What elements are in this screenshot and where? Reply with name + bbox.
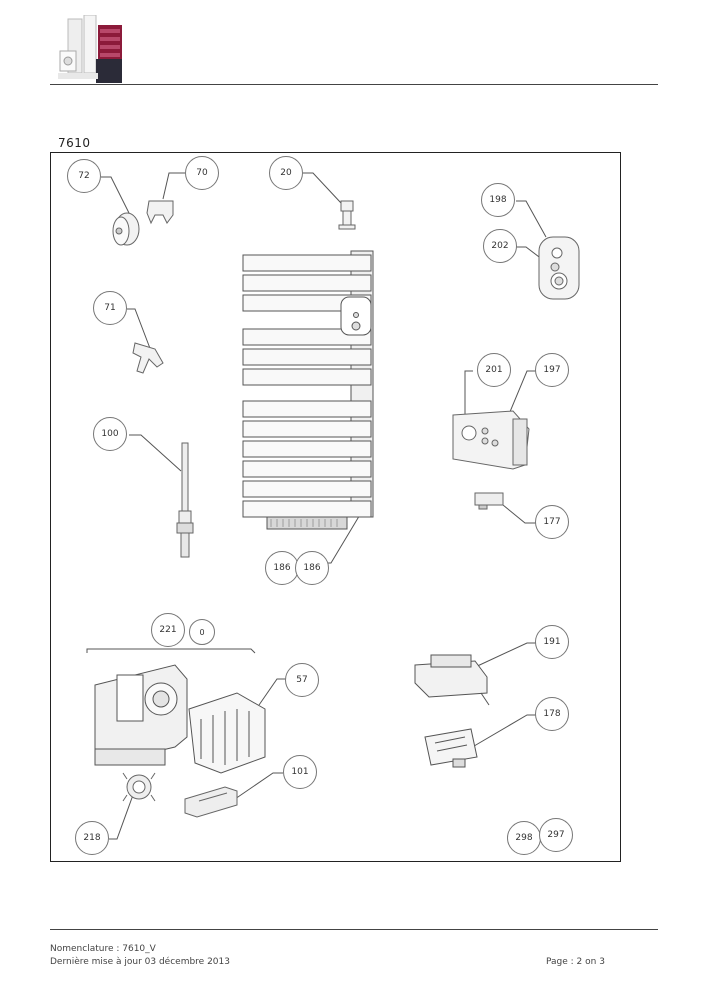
header-rule	[50, 84, 658, 85]
callout-186-a: 186	[265, 551, 299, 585]
callout-100: 100	[93, 417, 127, 451]
footer-nomenclature: Nomenclature : 7610_V	[50, 944, 156, 954]
callout-57: 57	[285, 663, 319, 697]
footer-rule	[50, 929, 658, 930]
footer-page-number: Page : 2 on 3	[546, 957, 605, 967]
callout-197: 197	[535, 353, 569, 387]
callout-191: 191	[535, 625, 569, 659]
callout-178: 178	[535, 697, 569, 731]
footer-last-update: Dernière mise à jour 03 décembre 2013	[50, 957, 230, 967]
callout-72: 72	[67, 159, 101, 193]
callout-0: 0	[189, 619, 215, 645]
callout-218: 218	[75, 821, 109, 855]
callout-186-b: 186	[295, 551, 329, 585]
callout-70: 70	[185, 156, 219, 190]
callout-221: 221	[151, 613, 185, 647]
parts-diagram: 72 70 20 198 202 71 201 197 100 177 186 …	[50, 152, 621, 862]
parts-drawing	[86, 172, 580, 840]
brand-logo-icon	[58, 15, 122, 83]
callout-20: 20	[269, 156, 303, 190]
callout-177: 177	[535, 505, 569, 539]
callout-201: 201	[477, 353, 511, 387]
callout-198: 198	[481, 183, 515, 217]
callout-298: 298	[507, 821, 541, 855]
callout-297: 297	[539, 818, 573, 852]
callout-101: 101	[283, 755, 317, 789]
callout-71: 71	[93, 291, 127, 325]
callout-202: 202	[483, 229, 517, 263]
model-label: 7610	[58, 136, 91, 150]
